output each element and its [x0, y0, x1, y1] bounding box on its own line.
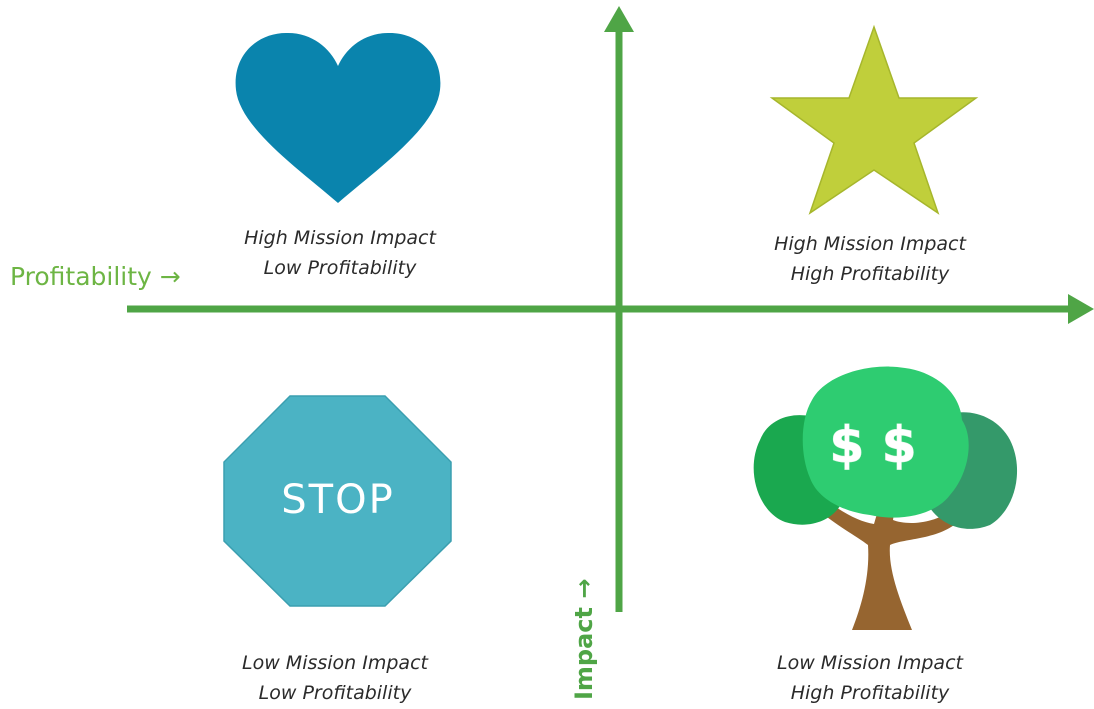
x-axis-arrowhead: [1068, 294, 1094, 324]
stop-sign-octagon: [223, 395, 452, 607]
caption-line-2: Low Profitability: [258, 682, 412, 704]
caption-low-impact-high-profit: Low Mission Impact High Profitability: [750, 648, 990, 708]
x-axis-label: Profitability →: [10, 262, 181, 291]
x-axis: [127, 294, 1094, 324]
tree-trunk: [812, 484, 960, 630]
caption-line-1: Low Mission Impact: [242, 652, 428, 674]
caption-high-impact-high-profit: High Mission Impact High Profitability: [750, 229, 990, 289]
caption-line-2: High Profitability: [790, 263, 950, 285]
money-tree-icon: $ $: [753, 366, 1018, 630]
caption-low-impact-low-profit: Low Mission Impact Low Profitability: [215, 648, 455, 708]
caption-line-1: Low Mission Impact: [777, 652, 963, 674]
stop-sign-icon: STOP: [223, 395, 452, 607]
star-icon: [769, 24, 979, 215]
y-axis: [604, 6, 634, 612]
caption-line-2: High Profitability: [790, 682, 950, 704]
caption-line-1: High Mission Impact: [244, 227, 436, 249]
y-axis-label: Impact →: [570, 578, 598, 700]
heart-icon: [235, 32, 441, 203]
y-axis-arrowhead: [604, 6, 634, 32]
caption-high-impact-low-profit: High Mission Impact Low Profitability: [220, 223, 460, 283]
stop-sign-text: STOP: [281, 477, 394, 523]
money-dollar-signs: $ $: [830, 416, 917, 474]
tree-canopy-center: [802, 366, 969, 518]
caption-line-2: Low Profitability: [263, 257, 417, 279]
caption-line-1: High Mission Impact: [774, 233, 966, 255]
